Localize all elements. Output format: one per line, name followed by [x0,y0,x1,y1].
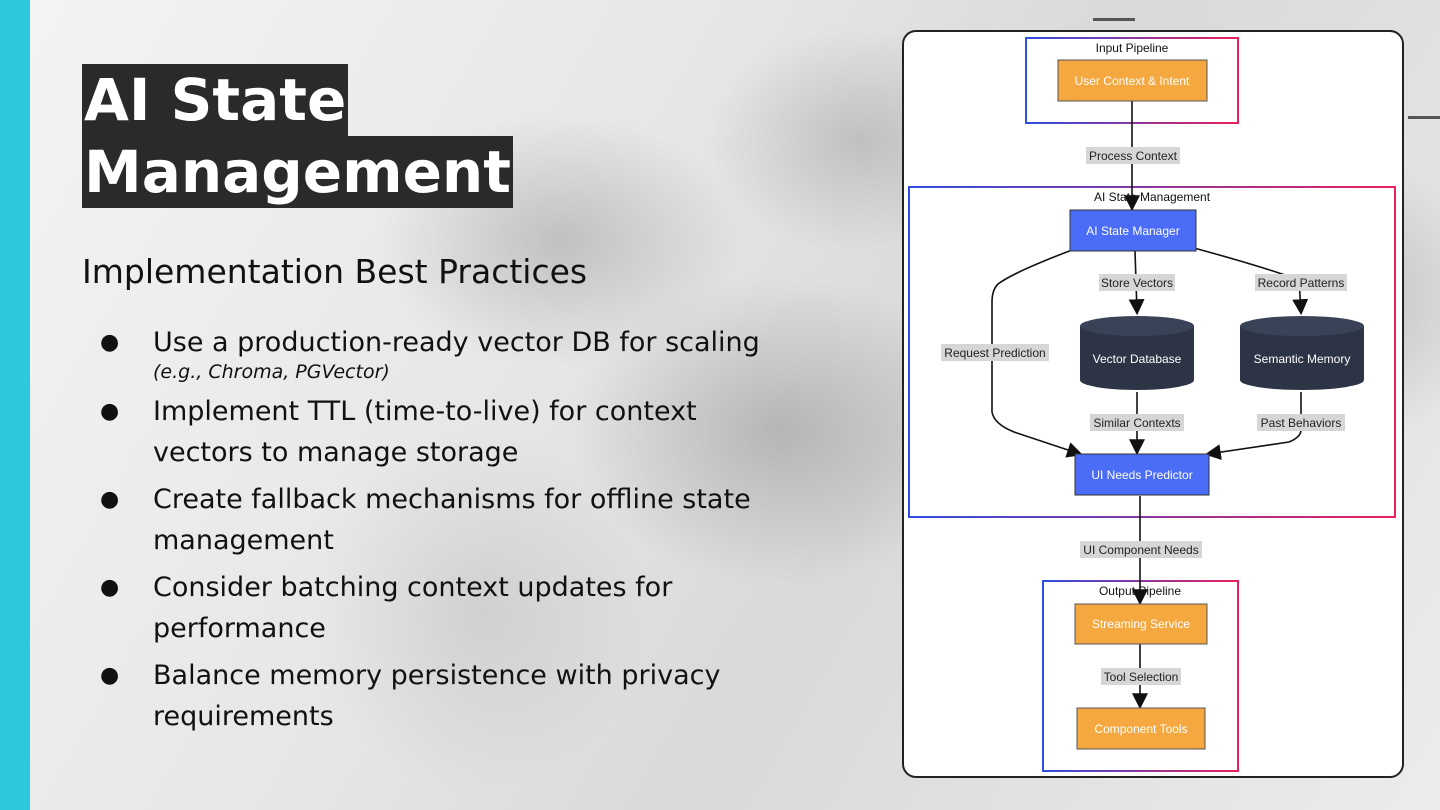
bullet-icon: ● [100,330,120,355]
edge-label-bg [1101,668,1181,685]
input-pipeline-label: Input Pipeline [1096,41,1169,55]
edge-label-bg [1257,414,1345,431]
bullet-list: ● Use a production-ready vector DB for s… [100,322,790,743]
vector-database-node [1080,316,1194,390]
edge-label-bg [1090,414,1184,431]
bullet-text: Balance memory persistence with privacy … [153,660,721,732]
component-tools-node [1076,707,1206,750]
state-management-label: AI State Management [1094,190,1211,204]
decorative-dash [1408,116,1440,119]
edge-label-request-prediction: Request Prediction [944,346,1045,360]
state-manager-label: AI State Manager [1086,224,1179,238]
edge-label-bg [1255,274,1347,291]
state-management-group [908,186,1396,518]
bullet-text: Implement TTL (time-to-live) for context… [153,396,697,468]
decorative-dash [1093,18,1135,21]
user-context-node [1057,59,1208,102]
bullet-item: ● Use a production-ready vector DB for s… [100,322,790,385]
diagram-panel: Input Pipeline AI State Management Outpu… [902,30,1404,778]
bullet-text: Create fallback mechanisms for offline s… [153,484,751,556]
section-subtitle: Implementation Best Practices [82,252,588,291]
edge-label-record-patterns: Record Patterns [1258,276,1345,290]
streaming-service-label: Streaming Service [1092,617,1190,631]
bullet-item: ● Implement TTL (time-to-live) for conte… [100,391,790,473]
edge-request-prediction [991,249,1084,458]
title-line-1: AI State [82,64,349,136]
edge-label-bg [1099,274,1175,291]
bullet-item: ● Create fallback mechanisms for offline… [100,479,790,561]
edge-label-bg [1086,147,1180,164]
bullet-text: Consider batching context updates for pe… [153,572,673,644]
bullet-icon: ● [100,399,120,424]
architecture-diagram: Input Pipeline AI State Management Outpu… [908,37,1396,772]
edge-label-ui-component-needs: UI Component Needs [1083,543,1198,557]
semantic-memory-label: Semantic Memory [1254,352,1351,366]
vector-database-label: Vector Database [1093,352,1182,366]
accent-stripe [0,0,30,810]
component-tools-label: Component Tools [1094,722,1187,736]
bullet-item: ● Consider batching context updates for … [100,567,790,649]
edge-label-similar-contexts: Similar Contexts [1093,416,1180,430]
state-manager-node [1069,209,1197,252]
bullet-item: ● Balance memory persistence with privac… [100,655,790,737]
edge-label-store-vectors: Store Vectors [1101,276,1173,290]
slide-title: AI State Management [82,64,513,208]
edge-label-bg [941,344,1049,361]
bullet-note: (e.g., Chroma, PGVector) [153,361,390,383]
bullet-icon: ● [100,575,120,600]
edge-label-process-context: Process Context [1089,149,1178,163]
streaming-service-node [1074,603,1208,645]
bullet-icon: ● [100,663,120,688]
edge-label-bg [1080,541,1202,558]
bullet-icon: ● [100,487,120,512]
title-line-2: Management [82,136,513,208]
edge-label-past-behaviors: Past Behaviors [1261,416,1342,430]
predictor-node [1074,453,1210,496]
semantic-memory-node [1240,316,1364,390]
predictor-label: UI Needs Predictor [1091,468,1192,482]
user-context-label: User Context & Intent [1075,74,1190,88]
bullet-text: Use a production-ready vector DB for sca… [153,327,760,358]
edge-label-tool-selection: Tool Selection [1104,670,1179,684]
